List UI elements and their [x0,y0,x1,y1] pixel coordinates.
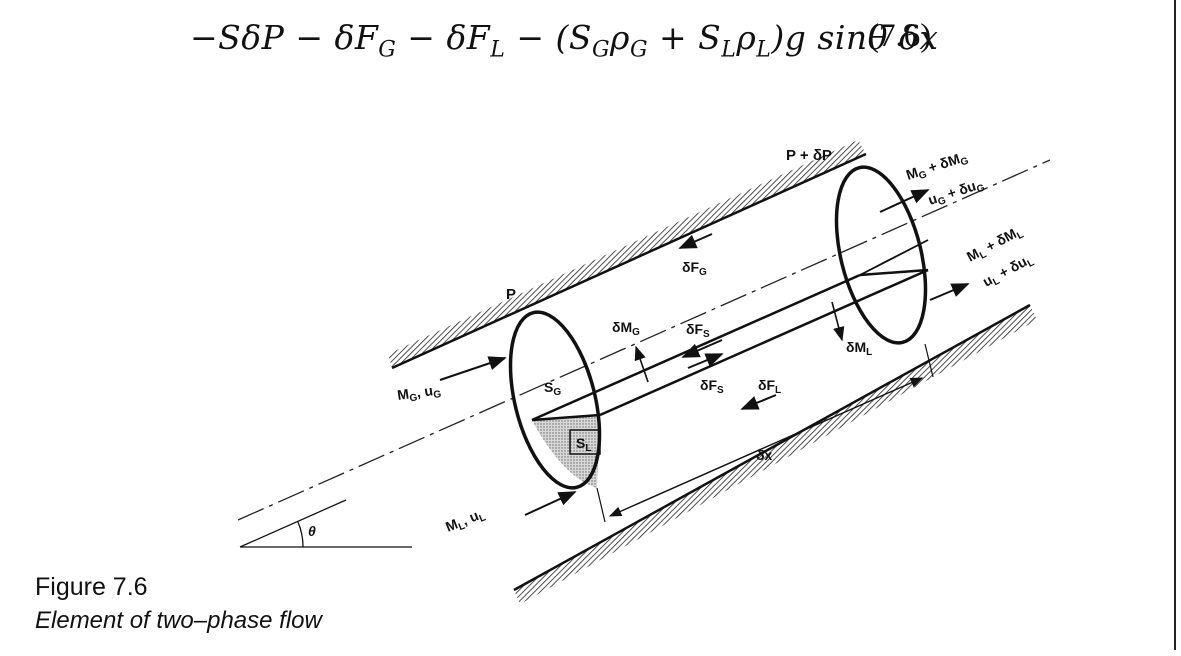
inclination-angle [239,499,412,548]
label-liquid-outlet-2: uL + δuL [980,250,1036,292]
interface-right-diag [859,239,929,276]
dMG-arrow [634,345,649,383]
gas-inlet-arrow [439,356,507,381]
figure-caption-title: Figure 7.6 [35,573,148,601]
label-theta: θ [308,523,316,539]
outlet-cross-section [834,165,928,345]
eq-sub: G [591,37,611,63]
label-dx: δx [756,447,772,463]
label-dFL: δFL [758,377,781,396]
liquid-inlet-arrow [524,491,577,516]
length-dimension [596,343,934,523]
label-dFS-bot: δFS [700,377,724,396]
interface-left [531,413,601,422]
equation-block: −SδP − δFG − δFL − (SGρG + SLρL)g sinθ δ… [0,18,1181,78]
liquid-outlet-arrow [929,283,970,301]
figure-caption-subtitle: Element of two–phase flow [35,607,322,634]
label-dFG: δFG [682,259,707,278]
label-gas-outlet-1: MG + δMG [904,148,970,186]
dFS-bot-arrow [687,353,724,369]
interface-line-upper [531,273,861,422]
eq-part: − (S [505,18,592,57]
label-p-in: P [506,286,516,303]
SL-box [569,429,601,455]
label-dFS-top: δFS [686,321,710,340]
equation-number: (7.6) [868,18,932,54]
eq-part: −SδP − δF [190,18,379,57]
eq-sub: G [629,37,649,63]
eq-sub: L [490,37,506,63]
label-gas-inlet: MG, uG [396,381,442,406]
label-dML: δML [846,339,872,358]
eq-part: + S [648,18,722,57]
upper-pipe-wall [388,140,867,370]
label-gas-outlet-2: uG + δuG [926,175,986,211]
eq-part: − δF [396,18,491,57]
label-p-out: P + δP [786,147,832,164]
equation-text: −SδP − δFG − δFL − (SGρG + SLρL)g sinθ δ… [190,18,938,63]
eq-part: )g sinθ δx [771,18,939,57]
liquid-region [532,415,600,488]
eq-part: ρ [610,18,630,57]
eq-sub: G [378,37,397,63]
eq-part: ρ [736,18,757,57]
label-dMG: δMG [612,319,640,338]
inlet-cross-section [508,310,602,490]
dFG-arrow [678,233,713,249]
eq-sub: L [721,37,737,63]
gas-outlet-arrow [879,189,930,213]
pipe-centerline [237,159,1051,521]
label-SL: SL [576,435,591,454]
label-SG: SG [544,379,561,398]
dFS-top-arrow [681,339,723,358]
dFL-arrow [740,394,777,410]
dML-arrow [831,301,845,342]
interface-right [859,268,929,277]
eq-sub: L [756,37,772,63]
label-liquid-inlet: ML, uL [443,505,487,538]
